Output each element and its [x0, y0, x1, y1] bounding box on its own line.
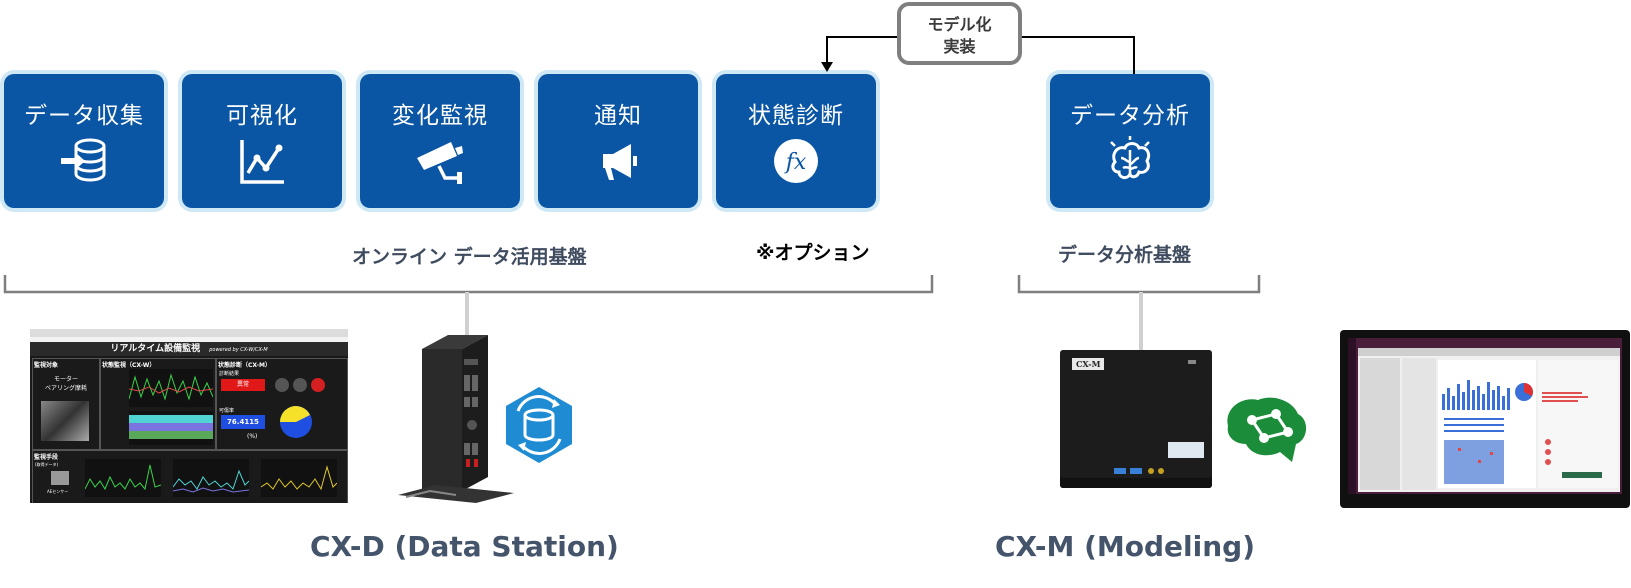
sensor-chart-3 [261, 459, 337, 497]
app-chart-area [1438, 360, 1536, 488]
means-panel: 監視手段 (取得データ) AEセンサー [32, 450, 348, 503]
browser-tab-bar [30, 329, 348, 337]
tile-change-monitoring: 変化監視 [360, 74, 520, 208]
brain-icon [1110, 136, 1151, 180]
database-import-icon [61, 138, 106, 182]
tile-label: データ収集 [24, 103, 144, 129]
sticker [1168, 442, 1204, 458]
tile-data-analysis: データ分析 [1050, 74, 1210, 208]
motor-photo [41, 401, 89, 441]
data-sync-icon [506, 387, 572, 463]
audio-port-1 [1148, 468, 1154, 474]
tile-condition-diagnosis: 状態診断 fx [716, 74, 876, 208]
option-note: ※オプション [756, 242, 870, 264]
cxm-header: 状態診断（CX-M） [218, 362, 272, 369]
fx-function-icon: fx [774, 139, 818, 183]
tile-label: 可視化 [226, 103, 298, 129]
ae-sensor-photo [51, 471, 69, 485]
cxw-panel: 状態監視（CX-W） [100, 358, 216, 450]
app-toolbar [1358, 348, 1620, 356]
ae-sensor-label: AEセンサー [47, 489, 69, 494]
tile-label: 変化監視 [392, 103, 488, 129]
tile-visualization: 可視化 [182, 74, 342, 208]
cxm-device: CX-M [1060, 350, 1212, 488]
target-header: 監視対象 [34, 362, 59, 369]
target-name2: ベアリング摩耗 [44, 385, 87, 392]
cxw-trend-chart [129, 369, 213, 407]
rate-pie-chart [280, 406, 312, 438]
line-chart-icon [240, 140, 284, 184]
analysis-monitor [1340, 330, 1630, 508]
usb-port-2 [1130, 468, 1142, 474]
app-side-chart [1538, 360, 1618, 488]
svg-text:fx: fx [784, 150, 807, 175]
dashboard-title: リアルタイム設備監視 [110, 344, 201, 354]
result-label: 診断結果 [219, 371, 240, 377]
modeling-implementation-box: モデル化 実装 [897, 2, 1022, 65]
megaphone-icon [603, 144, 637, 180]
usb-port-1 [1114, 468, 1126, 474]
cxw-header: 状態監視（CX-W） [102, 362, 156, 369]
model-box-line2: 実装 [943, 37, 976, 56]
lamp-off-2 [293, 378, 307, 392]
app-sidebar [1360, 358, 1400, 490]
analysis-platform-label: データ分析基盤 [1058, 244, 1192, 266]
tile-data-collection: データ収集 [4, 74, 164, 208]
rate-label: 可傷率 [219, 408, 235, 414]
tile-label: 通知 [594, 103, 642, 129]
online-platform-label: オンライン データ活用基盤 [352, 246, 587, 268]
monitor-screen [1348, 338, 1622, 494]
means-header: 監視手段 [34, 454, 59, 461]
target-name1: モーター [53, 376, 78, 383]
tile-label: データ分析 [1070, 103, 1190, 129]
dashboard-powered: powered by CX-W/CX-M [209, 347, 268, 353]
cxm-panel: 状態診断（CX-M） 診断結果 異常 可傷率 76.4115 (%) [216, 358, 348, 450]
cxw-band-chart [129, 411, 213, 445]
rate-unit: (%) [247, 433, 258, 440]
alert-badge: 異常 [221, 379, 265, 391]
app-panel [1402, 358, 1436, 490]
sensor-chart-2 [173, 459, 249, 497]
tile-notification: 通知 [538, 74, 698, 208]
launcher-bar [1348, 338, 1356, 494]
model-box-line1: モデル化 [927, 15, 992, 34]
audio-port-2 [1158, 468, 1164, 474]
tile-label: 状態診断 [748, 103, 844, 129]
cxd-product-label: CX-D (Data Station) [310, 530, 619, 563]
means-sub: (取得データ) [35, 462, 59, 467]
dashboard-title-bar: リアルタイム設備監視 powered by CX-W/CX-M [30, 342, 348, 356]
target-panel: 監視対象 モーター ベアリング摩耗 [32, 358, 100, 450]
lamp-off-1 [275, 378, 289, 392]
realtime-dashboard-screenshot: リアルタイム設備監視 powered by CX-W/CX-M 監視対象 モータ… [30, 329, 348, 503]
lamp-on [311, 378, 325, 392]
sensor-chart-1 [85, 459, 161, 497]
power-button [1188, 360, 1196, 364]
cxm-product-label: CX-M (Modeling) [995, 530, 1255, 563]
cxd-mini-pc [398, 335, 514, 503]
rate-value: 76.4115 [221, 415, 265, 429]
ai-brain-icon [1227, 397, 1307, 462]
app-window [1358, 348, 1620, 492]
browser-address-bar [30, 337, 348, 342]
security-camera-icon [417, 142, 463, 184]
cxm-device-label: CX-M [1072, 358, 1105, 370]
